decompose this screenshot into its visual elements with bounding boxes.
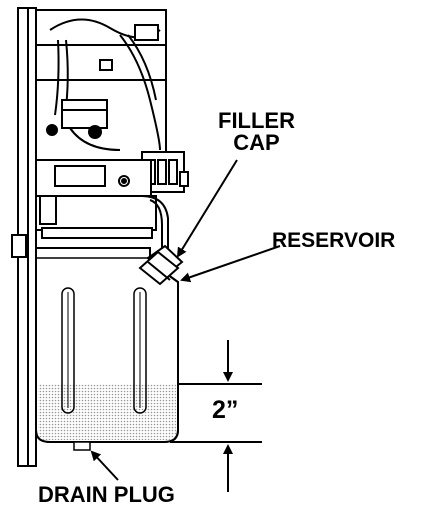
filler-cap-label: FILLER CAP [218,110,295,154]
reservoir-tank [35,247,179,451]
motor-assembly [35,9,167,161]
fluid-level-dimension-label: 2” [212,396,239,424]
leader-lines [90,159,281,481]
filler-cap [138,244,184,286]
fluid-dimension [170,340,262,492]
reservoir-label: RESERVOIR [272,229,396,252]
mounting-plate [11,7,37,467]
drain-plug-label: DRAIN PLUG [38,482,175,507]
drain-plug-arrow [90,450,119,481]
filler-cap-label-line1: FILLER [218,108,295,133]
filler-cap-arrow [176,159,238,258]
reservoir-arrow [180,245,281,283]
filler-cap-label-line2: CAP [233,130,280,155]
drain-plug [73,441,91,451]
pump-body [35,159,169,252]
fluid-level [38,384,176,440]
